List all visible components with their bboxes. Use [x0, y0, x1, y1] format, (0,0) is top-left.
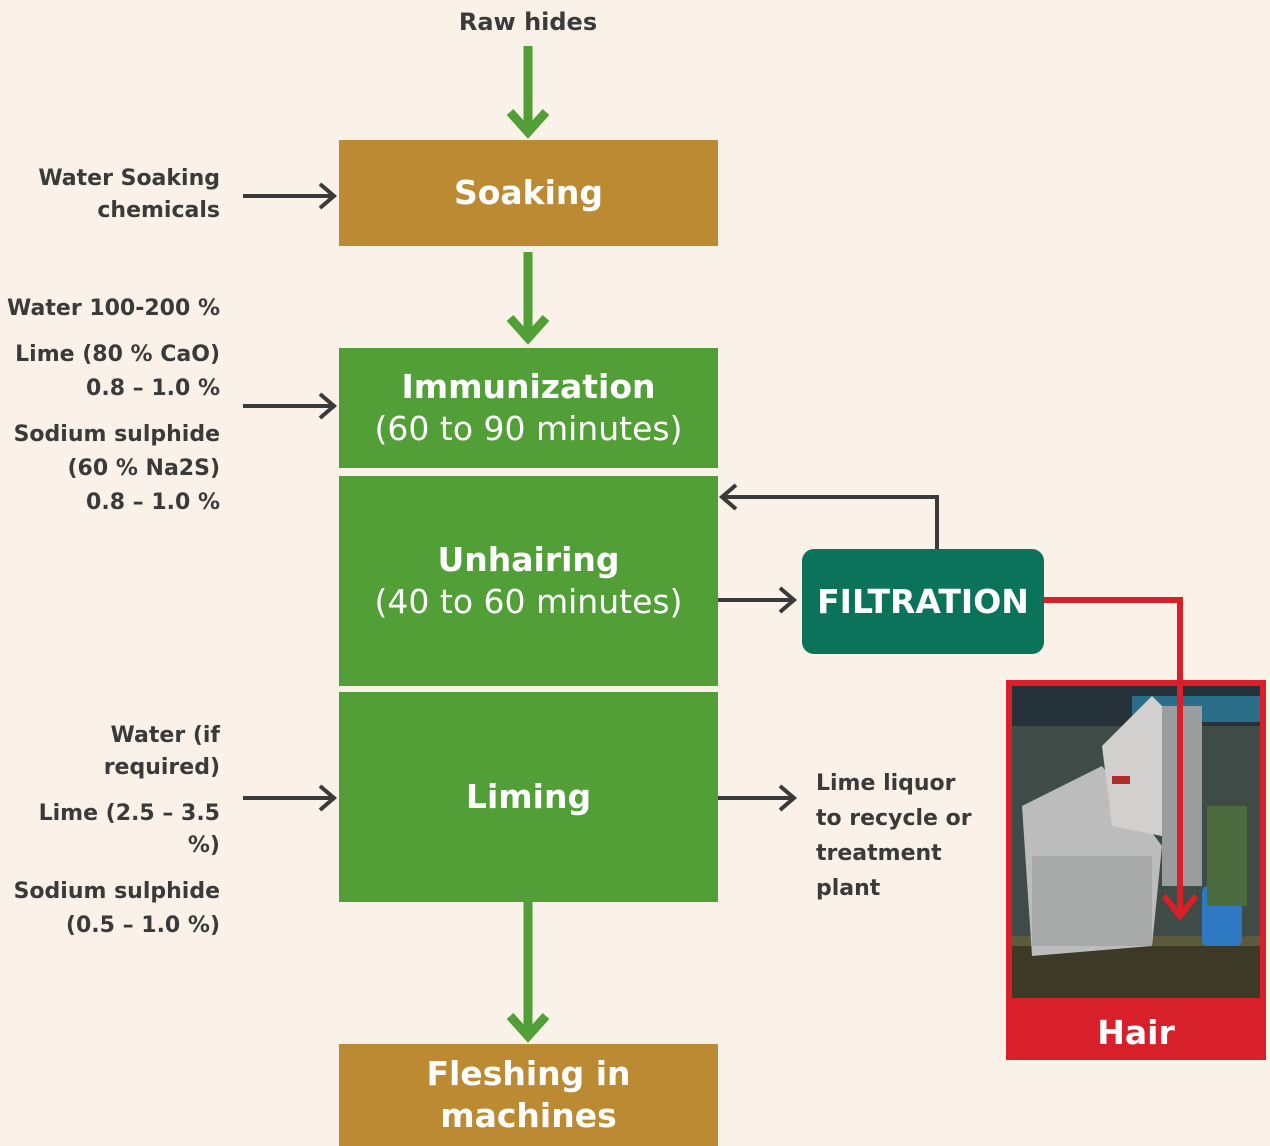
lime-liquor-output: Lime liquor to recycle or treatment plan… — [816, 766, 996, 906]
arrow-input-immunization — [243, 392, 338, 420]
arrow-filtration-recycle — [718, 483, 939, 549]
lime-liquor-line-4: plant — [816, 876, 881, 901]
immunization-lime-amount: 0.8 – 1.0 % — [86, 376, 220, 401]
unhairing-box: Unhairing (40 to 60 minutes) — [339, 476, 718, 686]
immunization-title: Immunization — [401, 367, 656, 406]
filtration-title: FILTRATION — [817, 581, 1029, 621]
soaking-input-line-2: chemicals — [97, 198, 220, 223]
immunization-inputs: Water 100-200 % Lime (80 % CaO) 0.8 – 1.… — [0, 293, 220, 519]
unhairing-title: Unhairing — [437, 540, 620, 579]
liming-lime: Lime (2.5 – 3.5 %) — [38, 801, 220, 858]
soaking-input-label: Water Soaking chemicals — [10, 163, 220, 227]
soaking-title: Soaking — [453, 173, 604, 212]
arrow-input-liming — [243, 784, 338, 812]
liming-title: Liming — [465, 777, 592, 816]
lime-liquor-line-2: to recycle or — [816, 806, 972, 831]
soaking-box: Soaking — [339, 140, 718, 246]
immunization-lime: Lime (80 % CaO) — [15, 342, 220, 367]
immunization-sulphide-conc: (60 % Na2S) — [67, 456, 221, 481]
arrow-filtration-to-hair — [1044, 597, 1199, 921]
arrow-raw-to-soaking — [506, 46, 550, 139]
fleshing-title: Fleshing in machines — [426, 1054, 631, 1135]
machine-illustration — [1012, 686, 1260, 998]
immunization-duration: (60 to 90 minutes) — [374, 409, 683, 448]
liming-inputs: Water (if required) Lime (2.5 – 3.5 %) S… — [0, 720, 220, 942]
liming-box: Liming — [339, 692, 718, 902]
filtration-box: FILTRATION — [802, 549, 1044, 654]
immunization-sulphide: Sodium sulphide — [13, 422, 220, 447]
unhairing-machine-photo — [1012, 686, 1260, 998]
immunization-box: Immunization (60 to 90 minutes) — [339, 348, 718, 468]
immunization-sulphide-amount: 0.8 – 1.0 % — [86, 490, 220, 515]
arrow-unhairing-to-filtration — [718, 586, 798, 614]
liming-water: Water (if required) — [103, 723, 220, 780]
fleshing-box: Fleshing in machines — [339, 1044, 718, 1146]
hair-label: Hair — [1097, 1012, 1175, 1052]
lime-liquor-line-3: treatment — [816, 841, 942, 866]
lime-liquor-line-1: Lime liquor — [816, 771, 956, 796]
raw-hides-label: Raw hides — [458, 8, 598, 36]
hair-photo-frame: Hair — [1006, 680, 1266, 1060]
arrow-input-soaking — [243, 182, 338, 210]
liming-sulphide: Sodium sulphide — [13, 879, 220, 904]
unhairing-duration: (40 to 60 minutes) — [374, 582, 683, 621]
soaking-input-line-1: Water Soaking — [38, 166, 220, 191]
arrow-soaking-to-immunization — [506, 252, 550, 345]
arrow-liming-to-lime-liquor — [718, 784, 798, 812]
immunization-water: Water 100-200 % — [7, 296, 220, 321]
arrow-liming-to-fleshing — [506, 902, 550, 1043]
liming-sulphide-amount: (0.5 – 1.0 %) — [65, 913, 220, 938]
